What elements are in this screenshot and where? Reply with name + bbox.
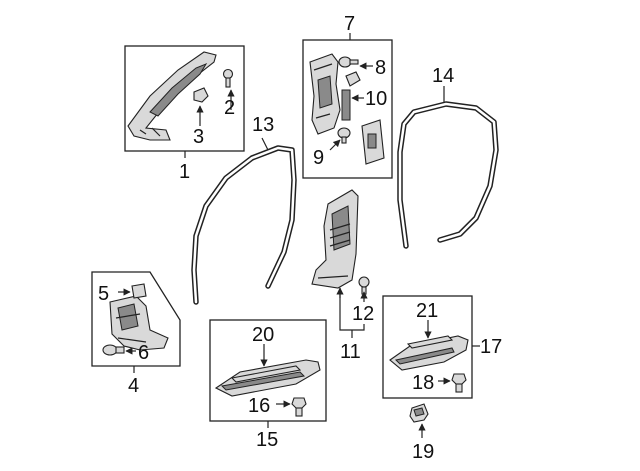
cowl-trim-detail <box>115 313 147 343</box>
group-11-center-pillar-lower[interactable]: 12 11 <box>311 189 374 363</box>
scuff-plate-insert-20[interactable] <box>230 365 302 383</box>
callout-3: 3 <box>193 126 204 148</box>
rear-door-weatherstrip[interactable] <box>397 101 499 249</box>
callout-5: 5 <box>98 283 109 305</box>
group-19-clip[interactable]: 19 <box>409 403 434 463</box>
clip-part-5[interactable] <box>131 283 147 299</box>
garnish-upper-detail <box>313 63 333 119</box>
weatherstrip-13-inner <box>192 146 296 304</box>
leader-13 <box>261 137 269 151</box>
strip-part-10[interactable] <box>341 89 351 121</box>
callout-6: 6 <box>138 342 149 364</box>
callout-15: 15 <box>256 429 278 451</box>
group-17-rear-scuff-plate[interactable]: 21 18 17 <box>382 295 502 399</box>
callout-9: 9 <box>313 147 324 169</box>
clip-near-8 <box>345 71 361 87</box>
group-1-front-pillar-garnish[interactable]: 2 3 1 <box>124 45 245 183</box>
callout-10: 10 <box>365 88 387 110</box>
callout-1: 1 <box>179 161 190 183</box>
arrow-9 <box>329 139 341 151</box>
bolt-part-16[interactable] <box>291 397 307 417</box>
front-pillar-garnish-shade <box>149 62 208 117</box>
callout-13: 13 <box>252 114 274 136</box>
scuff-plate-17-shade <box>394 347 455 365</box>
weatherstrip-14-inner <box>398 102 498 248</box>
group-13-front-door-weatherstrip[interactable]: 13 <box>191 114 297 305</box>
garnish-detail <box>139 127 161 137</box>
callout-11: 11 <box>340 341 361 363</box>
bolt-part-8[interactable] <box>338 56 359 68</box>
front-door-weatherstrip[interactable] <box>191 145 297 305</box>
garnish-upper-shade <box>317 75 333 109</box>
group-15-front-scuff-plate[interactable]: 20 16 15 <box>209 319 327 451</box>
screw-part-2[interactable] <box>222 68 234 88</box>
scuff-plate-15-shade <box>220 371 306 391</box>
group-7-box <box>302 39 393 179</box>
callout-16: 16 <box>248 395 270 417</box>
callout-8: 8 <box>375 57 386 79</box>
callout-2: 2 <box>224 97 235 119</box>
callout-14: 14 <box>432 65 454 87</box>
scuff-plate-insert-21[interactable] <box>406 335 454 349</box>
bolt-part-9[interactable] <box>337 127 351 144</box>
lower-garnish-shade <box>331 205 351 251</box>
fastener-part-6[interactable] <box>102 344 125 356</box>
callout-20: 20 <box>252 324 274 346</box>
group-7-center-pillar-garnish[interactable]: 7 8 10 9 <box>302 13 393 179</box>
clip-19-shade <box>413 407 425 417</box>
group-4-cowl-side-trim[interactable]: 5 6 4 <box>91 271 181 397</box>
screw-part-12[interactable] <box>358 276 370 295</box>
group-14-rear-door-weatherstrip[interactable]: 14 <box>397 65 499 249</box>
clip-part-3[interactable] <box>193 87 209 103</box>
bolt-part-18[interactable] <box>451 373 467 393</box>
callout-21: 21 <box>416 300 438 322</box>
callout-18: 18 <box>412 372 434 394</box>
group-4-box <box>91 271 181 367</box>
callout-4: 4 <box>128 375 139 397</box>
lower-garnish-ribs <box>317 223 351 279</box>
group-17-box <box>382 295 473 399</box>
callout-7: 7 <box>344 13 355 35</box>
callout-17: 17 <box>480 336 502 358</box>
small-panel-shade <box>367 133 377 149</box>
cowl-trim-shade <box>117 303 139 331</box>
callout-19: 19 <box>412 441 434 463</box>
callout-12: 12 <box>352 303 374 325</box>
